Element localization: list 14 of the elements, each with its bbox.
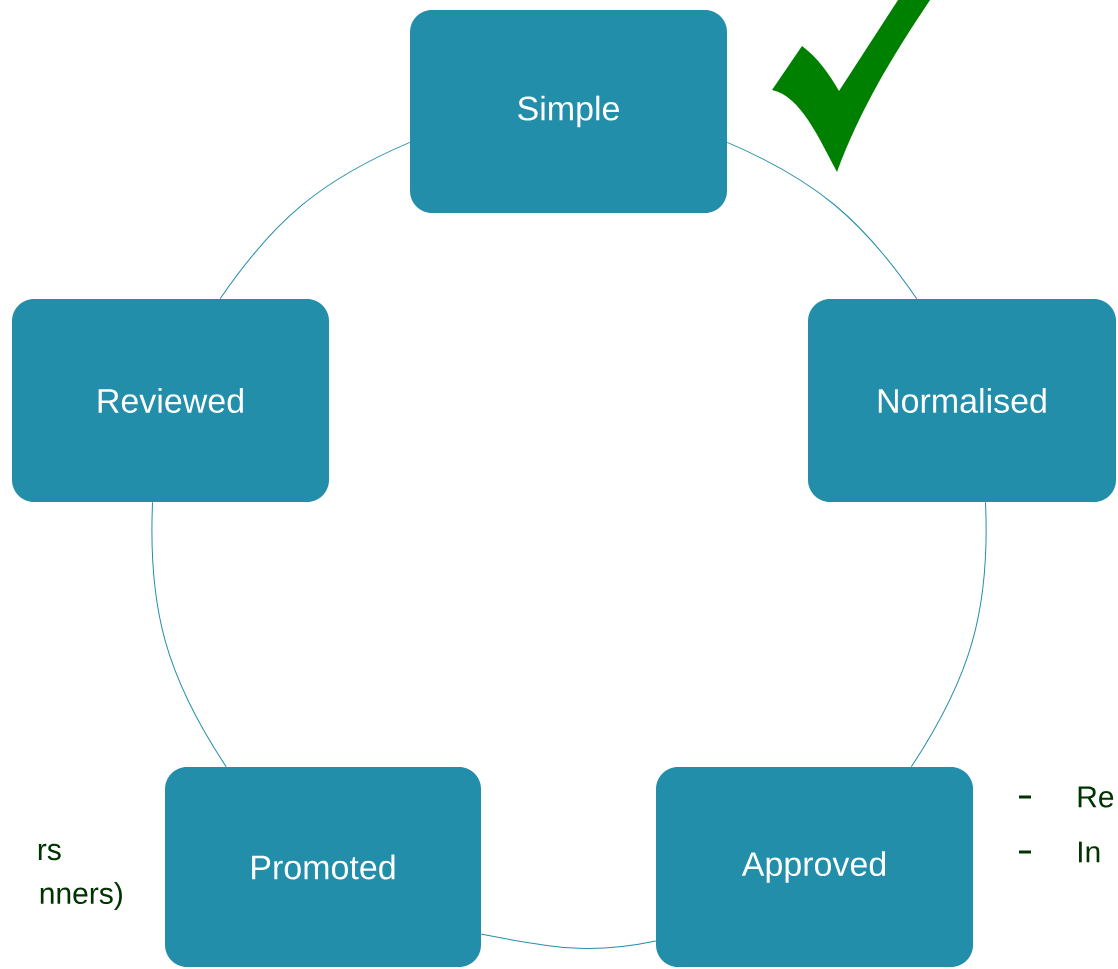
stage-box: Normalised bbox=[808, 299, 1116, 502]
cycle-arc bbox=[726, 141, 918, 300]
stage-box: Approved bbox=[656, 767, 973, 967]
cycle-arc bbox=[219, 141, 411, 300]
cycle-arc bbox=[480, 933, 657, 949]
note-text: rs bbox=[38, 843, 61, 861]
note-text: In bbox=[1079, 841, 1100, 863]
stage-box: Simple bbox=[410, 10, 727, 213]
note-text: nners) bbox=[40, 882, 122, 910]
note-text: Re bbox=[1078, 786, 1114, 808]
cycle-arc bbox=[910, 501, 987, 768]
cycle-arc bbox=[151, 501, 227, 768]
stage-box: Reviewed bbox=[12, 299, 329, 502]
stage-box: Promoted bbox=[165, 767, 481, 967]
